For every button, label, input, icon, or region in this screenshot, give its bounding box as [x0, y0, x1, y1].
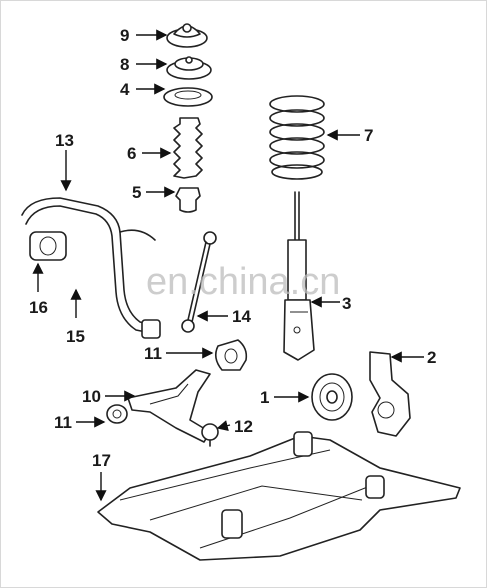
part-15-bracket: [141, 319, 161, 339]
callout-1: 1: [260, 388, 269, 407]
callout-6: 6: [127, 144, 136, 163]
callout-8: 8: [120, 55, 129, 74]
part-16-bushing: [29, 231, 67, 261]
callout-16: 16: [29, 298, 48, 317]
callout-17: 17: [92, 451, 111, 470]
callout-11-upper: 11: [144, 344, 162, 363]
callout-10: 10: [82, 387, 101, 406]
part-11-bushing-lower: [106, 404, 128, 424]
callout-14: 14: [232, 307, 251, 326]
part-11-bushing-upper: [214, 339, 248, 371]
part-4-spring-seat: [163, 87, 213, 107]
callout-7: 7: [364, 126, 373, 145]
callout-15: 15: [66, 327, 85, 346]
part-2-knuckle: [369, 351, 411, 437]
callout-2: 2: [427, 348, 436, 367]
callout-9: 9: [120, 26, 129, 45]
watermark-text: en.china.cn: [146, 261, 340, 303]
part-7-coil-spring: [269, 95, 325, 180]
part-1-hub: [311, 373, 353, 421]
part-17-subframe: [97, 431, 461, 561]
leader-lines: [32, 29, 424, 502]
part-6-boot: [173, 117, 203, 179]
callout-3: 3: [342, 294, 351, 313]
part-9-strut-mount: [166, 23, 208, 48]
callout-5: 5: [132, 183, 141, 202]
part-10-control-arm: [127, 369, 211, 443]
callout-11-lower: 11: [54, 413, 72, 432]
part-3-strut: [283, 191, 315, 361]
part-5-bump-stop: [175, 187, 201, 213]
callout-12: 12: [234, 417, 253, 436]
part-14-stabilizer-link: [181, 231, 217, 333]
part-13-stabilizer-bar: [21, 197, 157, 335]
callout-4: 4: [120, 80, 130, 99]
callout-13: 13: [55, 131, 74, 150]
part-12-ball-joint: [201, 423, 219, 447]
part-8-bearing: [166, 56, 212, 80]
